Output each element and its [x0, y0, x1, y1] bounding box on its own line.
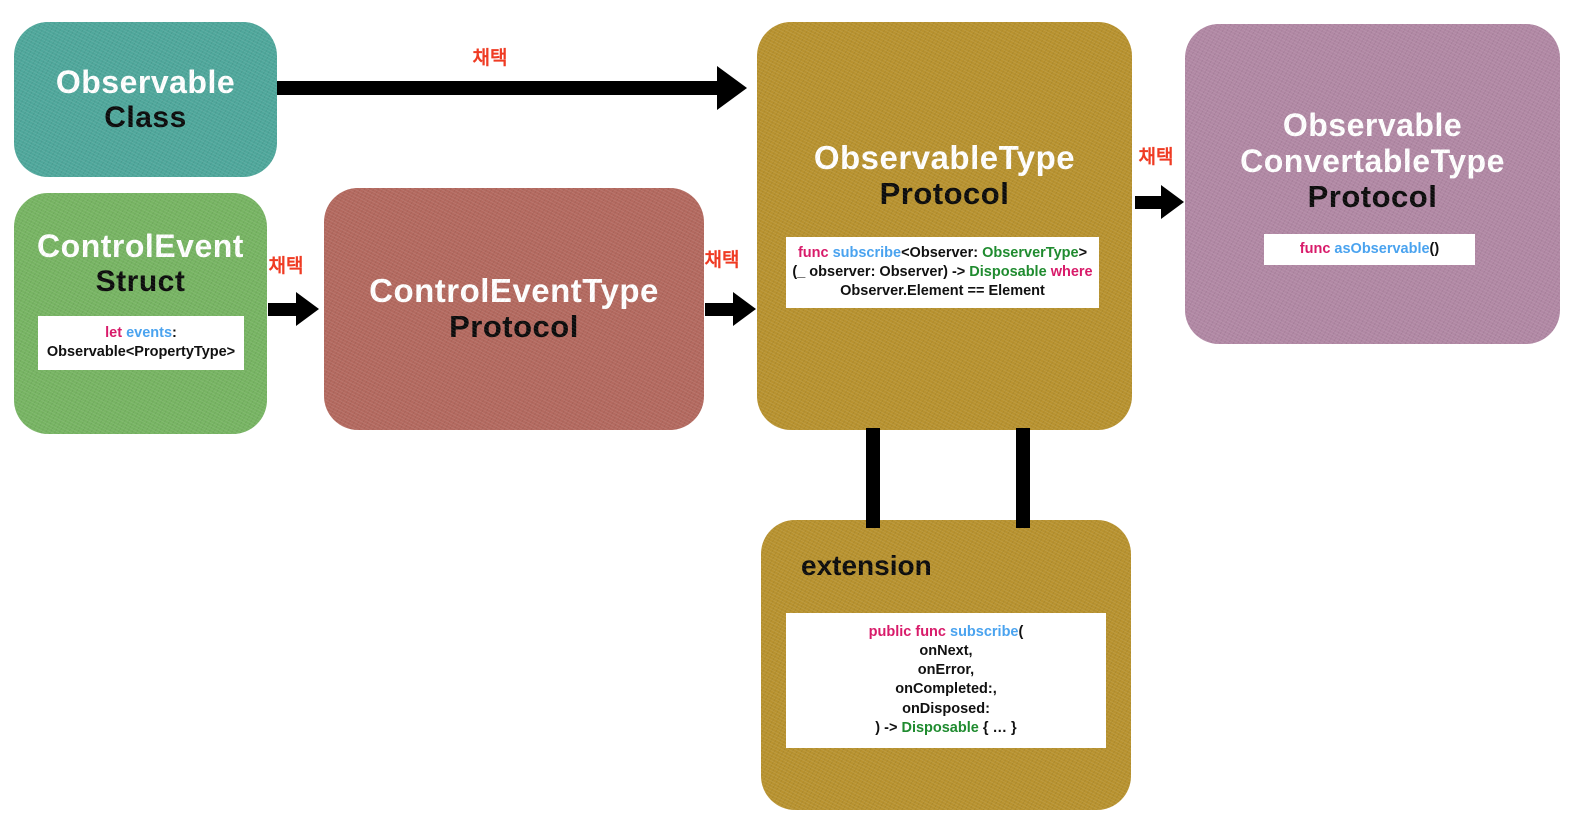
arrow-controleventtype-to-observabletype-head: [733, 292, 756, 326]
code-token: subscribe: [832, 245, 902, 261]
code-line: ) -> Disposable { … }: [790, 719, 1102, 738]
code-line: onNext,: [790, 642, 1102, 661]
code-line: onDisposed:: [790, 700, 1102, 719]
node-observable-convertable-type-protocol-title: Observable ConvertableType Protocol: [1240, 107, 1505, 214]
node-observable-convertable-type-protocol-name-line1: Observable: [1282, 107, 1463, 143]
code-observable-convertable-type-protocol: func asObservable(): [1264, 234, 1475, 266]
code-token: onError,: [917, 662, 975, 679]
node-control-event-struct-name: ControlEvent: [37, 228, 244, 264]
connector-observabletype-extension-left: [866, 428, 880, 528]
code-token: onNext,: [919, 643, 973, 660]
code-token: ObserverType: [982, 245, 1079, 261]
arrow-observabletype-to-convertable-head: [1161, 185, 1184, 219]
code-token: onCompleted:,: [895, 681, 997, 698]
code-line: onError,: [790, 661, 1102, 680]
code-extension: public func subscribe( onNext, onError, …: [786, 613, 1106, 748]
arrow-observable-to-observabletype-head: [717, 66, 747, 110]
node-observable-class-name: Observable: [55, 63, 236, 100]
code-token: func: [797, 245, 833, 261]
node-control-event-type-protocol[interactable]: ControlEventType Protocol: [324, 188, 704, 430]
edge-label-controleventtype-to-observabletype: 채택: [704, 250, 740, 271]
edge-label-controlevent-to-controleventtype: 채택: [268, 256, 304, 277]
code-token: Disposable: [901, 719, 983, 736]
code-token: let: [105, 325, 127, 341]
code-observable-type-protocol: func subscribe<Observer: ObserverType> (…: [786, 237, 1099, 309]
code-token: Observer.Element == Element: [840, 283, 1045, 300]
code-control-event-struct: let events: Observable<PropertyType>: [38, 316, 244, 371]
node-observable-convertable-type-protocol-kind: Protocol: [1307, 178, 1438, 214]
code-token: onDisposed:: [902, 700, 990, 717]
node-observable-class[interactable]: Observable Class: [14, 22, 277, 177]
node-control-event-struct-title: ControlEvent Struct: [37, 228, 244, 298]
arrow-observabletype-to-convertable-line: [1135, 196, 1163, 209]
code-token: func: [1299, 241, 1335, 257]
node-control-event-struct-kind: Struct: [95, 264, 186, 298]
node-extension-name: extension: [801, 550, 932, 581]
code-token: events: [126, 325, 173, 341]
code-line: func subscribe<Observer: ObserverType>: [790, 244, 1095, 263]
code-line: func asObservable(): [1268, 240, 1471, 259]
code-line: Observer.Element == Element: [790, 282, 1095, 301]
edge-label-observable-to-observabletype: 채택: [472, 48, 508, 69]
code-token: subscribe: [950, 624, 1019, 640]
node-observable-class-title: Observable Class: [55, 63, 236, 134]
node-observable-convertable-type-protocol[interactable]: Observable ConvertableType Protocol: [1185, 24, 1560, 344]
code-token: (: [1018, 624, 1024, 640]
code-token: :: [172, 325, 177, 341]
connector-observabletype-extension-right: [1016, 428, 1030, 528]
node-observable-type-protocol-kind: Protocol: [879, 175, 1010, 211]
code-token: Disposable: [969, 264, 1051, 281]
node-control-event-type-protocol-kind: Protocol: [449, 309, 579, 345]
code-token: { … }: [982, 719, 1017, 736]
code-token: where: [1050, 264, 1093, 281]
arrow-observable-to-observabletype-line: [277, 81, 717, 95]
code-line: Observable<PropertyType>: [42, 343, 240, 362]
code-line: (_ observer: Observer) -> Disposable whe…: [790, 263, 1095, 282]
node-observable-type-protocol-name: ObservableType: [813, 139, 1076, 176]
code-token: ) ->: [875, 719, 902, 736]
node-control-event-type-protocol-name: ControlEventType: [369, 272, 659, 310]
arrow-controleventtype-to-observabletype-line: [705, 303, 735, 316]
node-control-event-struct[interactable]: ControlEvent Struct: [14, 193, 267, 434]
code-token: >: [1078, 245, 1088, 261]
node-observable-class-kind: Class: [104, 100, 187, 134]
node-observable-convertable-type-protocol-name-line2: ConvertableType: [1240, 142, 1505, 179]
code-token: Observable<PropertyType>: [46, 344, 236, 361]
code-token: public func: [868, 624, 950, 640]
code-line: let events:: [42, 324, 240, 343]
node-observable-type-protocol[interactable]: ObservableType Protocol: [757, 22, 1132, 430]
node-control-event-type-protocol-title: ControlEventType Protocol: [369, 272, 659, 345]
arrow-controlevent-to-controleventtype-line: [268, 303, 298, 316]
code-line: public func subscribe(: [790, 623, 1102, 642]
code-token: (): [1429, 241, 1440, 257]
code-token: asObservable: [1334, 241, 1430, 257]
code-line: onCompleted:,: [790, 680, 1102, 699]
arrow-controlevent-to-controleventtype-head: [296, 292, 319, 326]
code-token: (_ observer: Observer) ->: [792, 264, 970, 281]
node-observable-type-protocol-title: ObservableType Protocol: [813, 139, 1076, 212]
code-token: <Observer:: [901, 245, 983, 261]
edge-label-observabletype-to-convertable: 채택: [1138, 147, 1174, 168]
